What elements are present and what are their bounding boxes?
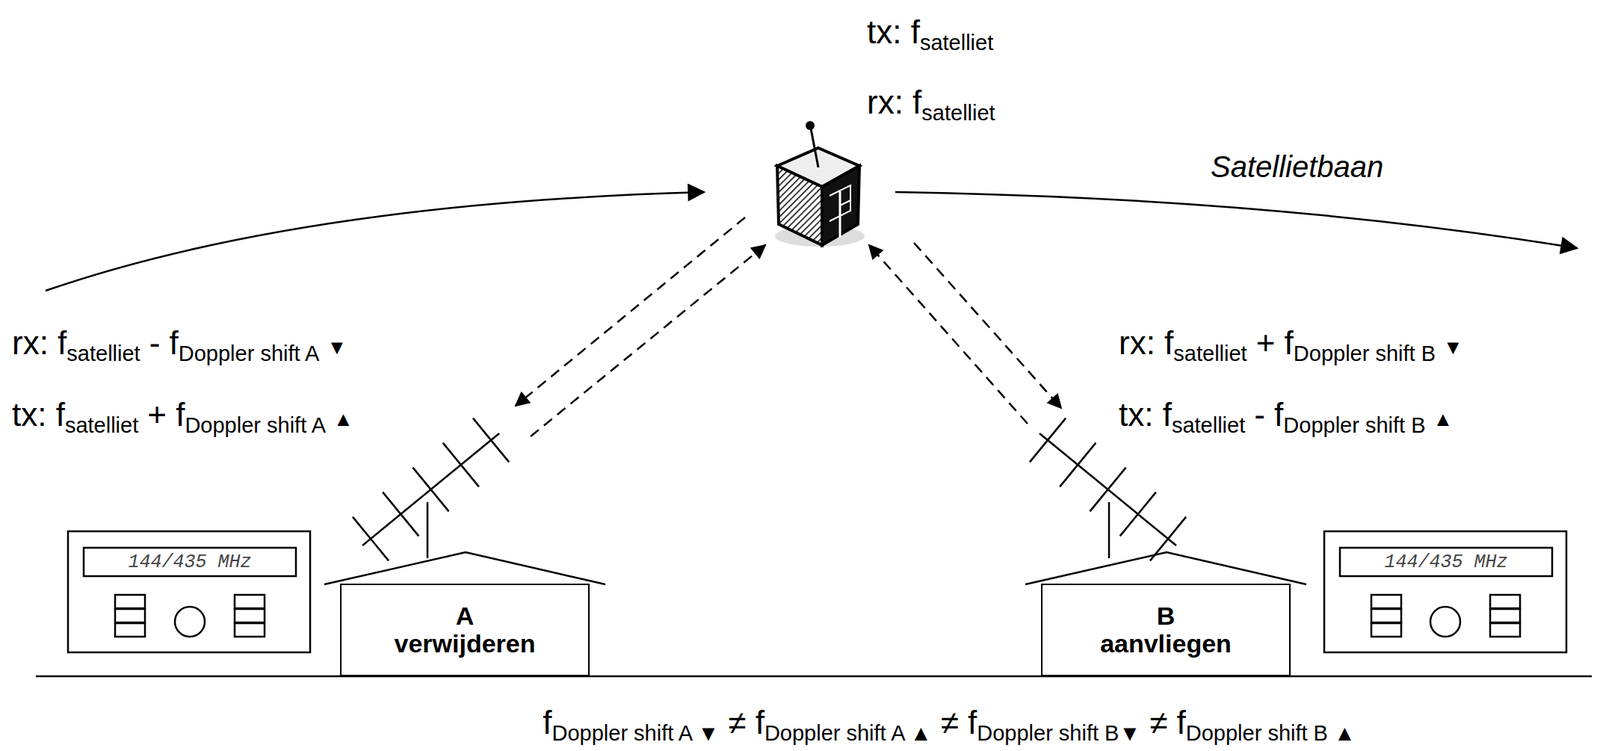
downlink-arrow [515, 217, 746, 406]
formula-text: rx: f [1118, 324, 1174, 361]
antenna-element [473, 418, 509, 463]
antenna-mast [1108, 502, 1111, 559]
antenna-element [1120, 492, 1157, 537]
subscript-text: satelliet [1173, 341, 1247, 366]
direction-symbol: ▼ [326, 336, 347, 359]
antenna-element [1059, 443, 1096, 488]
orbit-arc [45, 192, 704, 291]
formula-text: rx: f [11, 324, 67, 361]
antenna-boom [362, 433, 500, 546]
subscript-text: satelliet [1171, 413, 1246, 438]
formula-text: + f [1256, 324, 1294, 361]
subscript-text: Doppler shift A ▼ [552, 721, 720, 746]
formula-text: rx: f [866, 83, 922, 121]
subscript-text: Doppler shift B ▲ [1185, 721, 1356, 746]
radio-display-text: 144/435 MHz [1339, 553, 1553, 572]
direction-symbol: ▼ [1443, 336, 1464, 359]
orbit-arc [895, 192, 1577, 249]
ground-line [35, 675, 1592, 678]
station-a-tx: tx: fsatelliet + fDoppler shift A ▲ [11, 396, 354, 438]
formula-text: - f [149, 324, 179, 361]
formula-text: - f [1253, 396, 1284, 433]
antenna-element [352, 517, 389, 562]
house-box: Baanvliegen [1041, 583, 1291, 677]
subscript-text: satelliet [919, 30, 994, 55]
formula-text: ≠ f [940, 703, 978, 741]
antenna-element [443, 443, 480, 488]
formula-text: tx: f [11, 396, 66, 433]
subscript-text: Doppler shift A [184, 413, 326, 438]
radio-set [1324, 531, 1567, 653]
uplink-arrow [869, 245, 1028, 424]
station-b-rx: rx: fsatelliet + fDoppler shift B ▼ [1118, 324, 1464, 367]
direction-symbol: ▲ [1433, 408, 1454, 431]
subscript-text: satelliet [66, 341, 140, 366]
station-state: verwijderen [394, 629, 536, 658]
doppler-inequality: fDoppler shift A ▼≠ fDoppler shift A ▲≠ … [542, 703, 1355, 746]
station-letter: B [1156, 602, 1176, 630]
radio-set [68, 531, 311, 653]
formula-text: ≠ f [727, 703, 765, 741]
antenna-element [1089, 467, 1126, 512]
antenna-element [412, 467, 449, 512]
subscript-text: Doppler shift B▼ [976, 721, 1141, 746]
house-roof [324, 552, 606, 585]
antenna-element [1029, 418, 1066, 463]
antenna-boom [1039, 433, 1177, 546]
direction-symbol: ▲ [333, 408, 354, 431]
satellite-tx: tx: fsatelliet [866, 13, 994, 56]
satellite-rx: rx: fsatelliet [866, 83, 996, 126]
station-a-rx: rx: fsatelliet - fDoppler shift A ▼ [11, 324, 347, 367]
radio-display-text: 144/435 MHz [83, 553, 296, 572]
subscript-text: satelliet [921, 100, 995, 125]
station-state: aanvliegen [1100, 629, 1232, 658]
house-roof [1025, 552, 1307, 585]
antenna-element [1150, 517, 1186, 562]
antenna-mast [426, 502, 429, 559]
downlink-arrow [913, 242, 1062, 409]
subscript-text: Doppler shift A ▲ [764, 721, 932, 746]
subscript-text: satelliet [65, 413, 139, 438]
formula-text: tx: f [866, 13, 920, 51]
formula-text: ≠ f [1149, 703, 1186, 741]
station-b-tx: tx: fsatelliet - fDoppler shift B ▲ [1118, 396, 1453, 438]
formula-text: + f [147, 396, 185, 433]
formula-text: f [542, 703, 552, 741]
formula-text: Satellietbaan [1210, 150, 1384, 184]
uplink-arrow [530, 245, 766, 437]
formula-text: tx: f [1118, 396, 1172, 433]
subscript-text: Doppler shift B [1293, 341, 1436, 366]
orbit-label: Satellietbaan [1210, 149, 1384, 184]
subscript-text: Doppler shift A [178, 341, 320, 366]
satellite [774, 121, 865, 247]
subscript-text: Doppler shift B [1283, 413, 1426, 438]
yagi-antennas [352, 418, 1186, 562]
house-box: Averwijderen [340, 583, 590, 677]
station-letter: A [455, 602, 475, 630]
antenna-element [382, 492, 419, 537]
